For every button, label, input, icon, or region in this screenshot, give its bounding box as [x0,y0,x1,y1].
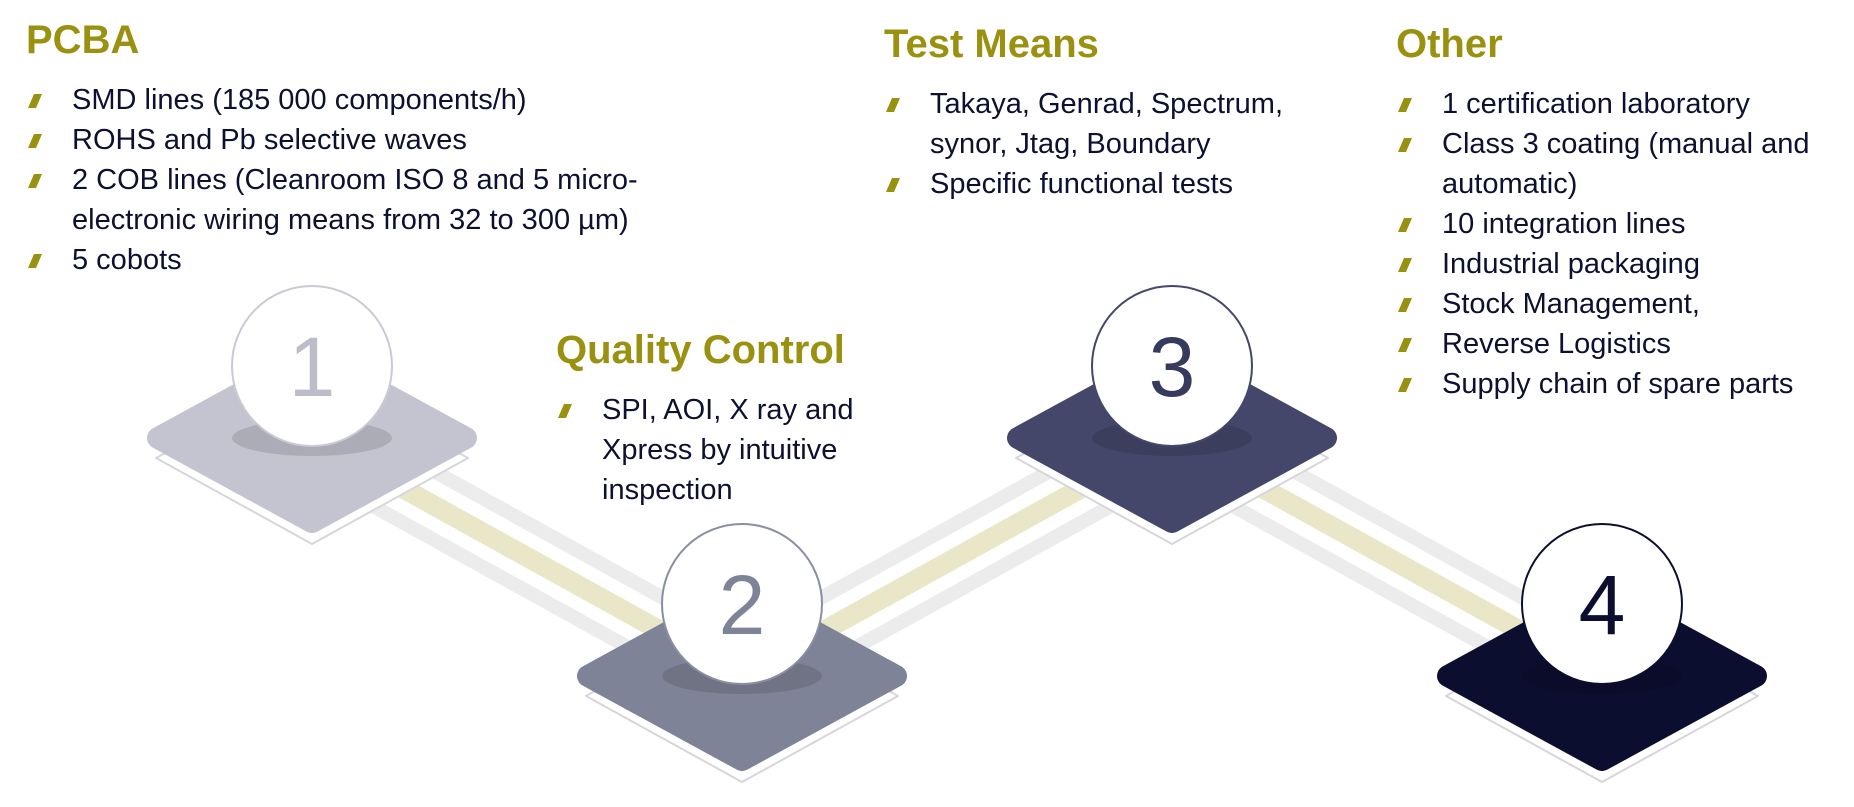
bullet-item: Class 3 coating (manual and automatic) [1396,124,1836,204]
bullet-item: Takaya, Genrad, Spectrum, synor, Jtag, B… [884,84,1324,164]
bullet-icon [1398,378,1412,392]
section-heading: Quality Control [556,328,845,372]
bullet-text: 1 certification laboratory [1442,88,1750,120]
bullet-icon [28,174,42,188]
bullet-icon [1398,138,1412,152]
bullet-item: SPI, AOI, X ray and Xpress by intuitive … [556,390,896,510]
bullet-icon [1398,338,1412,352]
bullet-text: SPI, AOI, X ray and Xpress by intuitive … [602,394,854,506]
section-heading: Other [1396,22,1503,66]
bullet-text: Takaya, Genrad, Spectrum, synor, Jtag, B… [930,88,1283,160]
bullet-text: ROHS and Pb selective waves [72,124,467,156]
bullet-text: 10 integration lines [1442,208,1686,240]
step-circle [661,523,823,685]
bullet-text: 2 COB lines (Cleanroom ISO 8 and 5 micro… [72,164,638,236]
bullet-text: Supply chain of spare parts [1442,368,1794,400]
bullet-item: 10 integration lines [1396,204,1836,244]
bullet-text: Class 3 coating (manual and automatic) [1442,128,1810,200]
step-circle [231,285,393,447]
bullet-text: Specific functional tests [930,168,1234,200]
bullet-item: Specific functional tests [884,164,1324,204]
section-pcba: PCBA SMD lines (185 000 components/h) ROH… [26,18,726,280]
bullet-item: ROHS and Pb selective waves [26,120,726,160]
steps-layer: 1 2 3 4 [147,285,1767,783]
section-heading: Test Means [884,22,1099,66]
bullet-item: 1 certification laboratory [1396,84,1836,124]
bullet-icon [1398,218,1412,232]
step-circle [1521,523,1683,685]
bullet-list: SMD lines (185 000 components/h) ROHS and… [26,80,726,280]
bullet-item: Industrial packaging [1396,244,1836,284]
bullet-item: 5 cobots [26,240,726,280]
bullet-item: 2 COB lines (Cleanroom ISO 8 and 5 micro… [26,160,726,240]
section-heading: PCBA [26,18,140,62]
bullet-text: 5 cobots [72,244,182,276]
bullet-item: SMD lines (185 000 components/h) [26,80,726,120]
bullet-icon [1398,298,1412,312]
bullet-text: Reverse Logistics [1442,328,1671,360]
connector-layer [294,405,1620,709]
bullet-list: SPI, AOI, X ray and Xpress by intuitive … [556,390,896,510]
bullet-icon [28,134,42,148]
step-1: 1 [147,285,477,545]
section-test-means: Test Means Takaya, Genrad, Spectrum, syn… [884,22,1324,204]
step-3: 3 [1007,285,1337,545]
bullet-list: Takaya, Genrad, Spectrum, synor, Jtag, B… [884,84,1324,204]
step-2: 2 [577,523,907,783]
step-number: 4 [1579,558,1626,652]
step-number: 1 [289,320,336,414]
step-number: 2 [719,558,766,652]
bullet-item: Reverse Logistics [1396,324,1836,364]
step-number: 3 [1149,320,1196,414]
bullet-item: Supply chain of spare parts [1396,364,1836,404]
bullet-icon [28,94,42,108]
bullet-text: Industrial packaging [1442,248,1700,280]
bullet-text: SMD lines (185 000 components/h) [72,84,527,116]
bullet-icon [28,254,42,268]
bullet-icon [1398,98,1412,112]
bullet-icon [1398,258,1412,272]
bullet-item: Stock Management, [1396,284,1836,324]
bullet-icon [886,98,900,112]
step-4: 4 [1437,523,1767,783]
section-quality-control: Quality Control SPI, AOI, X ray and Xpre… [556,328,896,510]
bullet-icon [558,404,572,418]
step-circle [1091,285,1253,447]
bullet-text: Stock Management, [1442,288,1700,320]
bullet-icon [886,178,900,192]
